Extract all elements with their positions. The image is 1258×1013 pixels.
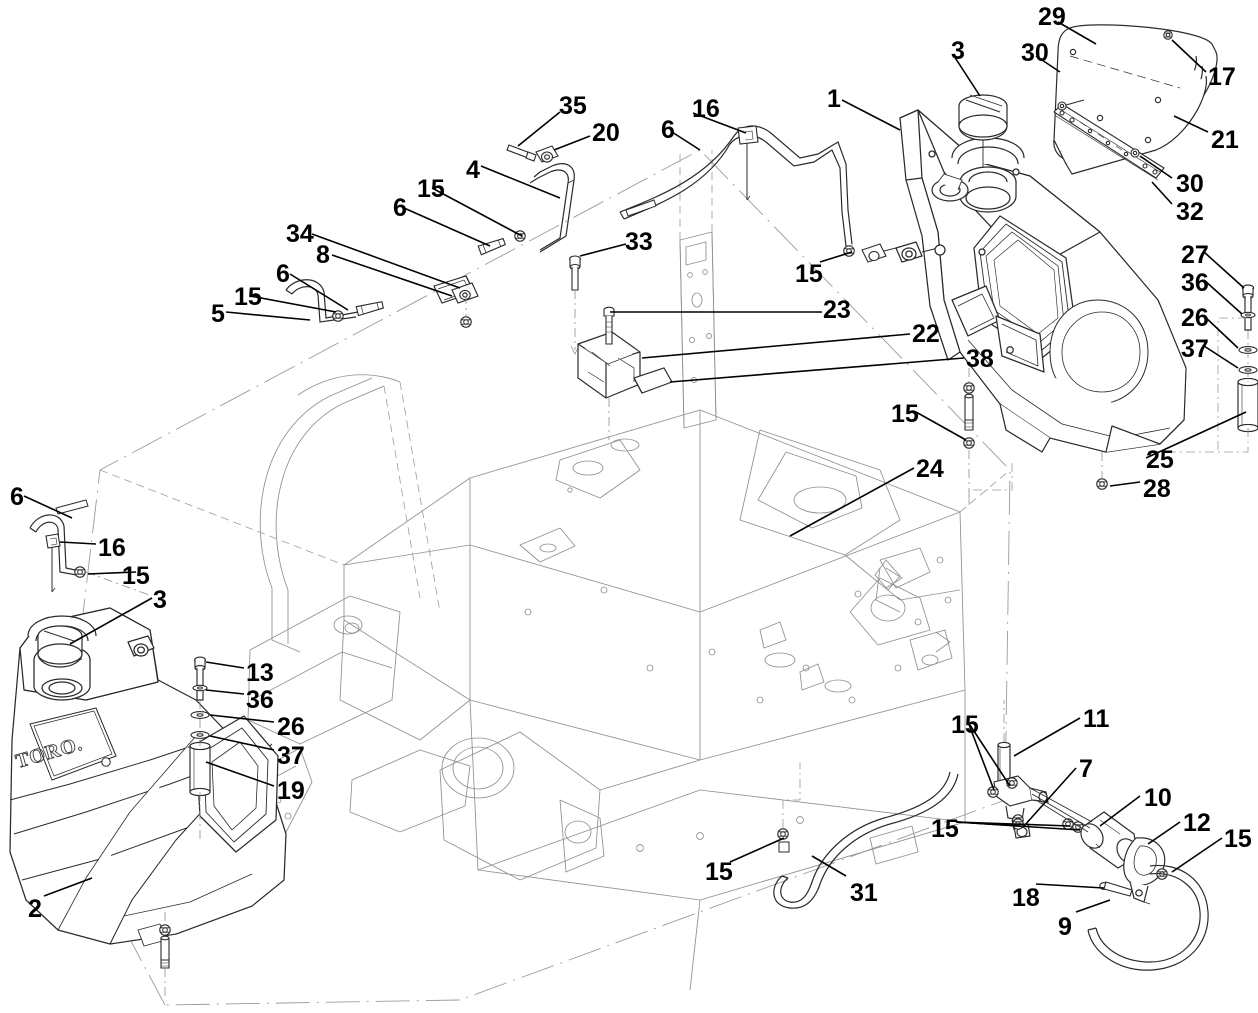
cable-tie-16-upper	[737, 125, 759, 145]
callout-17: 17	[1208, 63, 1236, 91]
leader-lines	[23, 21, 1247, 913]
fitting-at-tank-left-ear	[861, 243, 887, 263]
hardware-stack-left	[189, 656, 211, 840]
clamp-6-on-hose4	[477, 236, 507, 256]
fuel-line-upper-4	[529, 163, 575, 253]
callout-15: 15	[122, 562, 150, 590]
callout-30: 30	[1176, 170, 1204, 198]
callout-5: 5	[211, 300, 225, 328]
callout-1: 1	[827, 85, 841, 113]
callout-18: 18	[1012, 884, 1040, 912]
callout-15: 15	[1224, 825, 1252, 853]
clamp-6-left-lower	[55, 499, 89, 515]
callout-13: 13	[246, 659, 274, 687]
callout-8: 8	[316, 241, 330, 269]
pump-supply-lines	[1029, 787, 1093, 833]
fuel-tank-right	[879, 109, 1187, 453]
callout-36: 36	[246, 686, 274, 714]
callout-7: 7	[1079, 755, 1093, 783]
bolt-under-left-tank	[159, 912, 171, 1000]
nut-15-pump-e	[1062, 818, 1074, 830]
callout-15: 15	[234, 283, 262, 311]
callout-33: 33	[625, 228, 653, 256]
callout-15: 15	[705, 858, 733, 886]
screw-strip-30-lower	[1130, 148, 1140, 158]
callout-25: 25	[1146, 446, 1174, 474]
callout-36: 36	[1181, 269, 1209, 297]
callout-6: 6	[393, 194, 407, 222]
callout-15: 15	[951, 711, 979, 739]
hose-upper-middle	[619, 125, 853, 247]
frame-assembly-phantom	[59, 149, 1011, 1006]
callout-34: 34	[286, 220, 314, 248]
callout-11: 11	[1083, 705, 1110, 733]
fuel-cap-left	[37, 625, 83, 668]
bolt-center-right	[963, 368, 975, 505]
callout-3: 3	[153, 586, 167, 614]
pin-fitting-35	[506, 144, 537, 162]
callout-37: 37	[277, 742, 305, 770]
callout-16: 16	[98, 534, 126, 562]
callout-28: 28	[1143, 475, 1171, 503]
nut-15-hose-left-lower	[74, 566, 86, 578]
callout-23: 23	[823, 296, 851, 324]
hose-left-lower	[29, 514, 85, 593]
screw-seat-17	[1163, 30, 1173, 40]
callout-2: 2	[28, 895, 42, 923]
callout-3: 3	[951, 37, 965, 65]
callout-10: 10	[1144, 784, 1172, 812]
fuel-cap-right	[958, 94, 1008, 168]
phantom-route-25	[968, 462, 1013, 505]
nut-below-bracket-8	[460, 316, 472, 328]
mount-bracket-22	[577, 331, 641, 399]
callout-38: 38	[966, 345, 994, 373]
callout-15: 15	[795, 260, 823, 288]
callout-27: 27	[1181, 241, 1209, 269]
bolt-frame-33	[569, 255, 581, 355]
callout-12: 12	[1183, 809, 1211, 837]
callout-31: 31	[850, 879, 878, 907]
callout-30: 30	[1021, 39, 1049, 67]
callout-15: 15	[891, 400, 919, 428]
callout-6: 6	[276, 260, 290, 288]
vent-hose-left-5	[285, 279, 359, 323]
phantom-route-right-stack	[1217, 317, 1248, 450]
nut-28	[1096, 478, 1108, 490]
fuel-hose-short-31	[773, 771, 959, 909]
hardware-stack-right	[1237, 284, 1258, 448]
callout-6: 6	[661, 116, 675, 144]
callout-15: 15	[417, 175, 445, 203]
callout-4: 4	[466, 156, 480, 184]
callout-26: 26	[1181, 304, 1209, 332]
screw-strip-30-upper	[1057, 99, 1085, 111]
callout-6: 6	[10, 483, 24, 511]
screw-clamp-18	[1099, 881, 1133, 897]
callout-9: 9	[1058, 913, 1072, 941]
callout-15: 15	[931, 815, 959, 843]
callout-20: 20	[592, 119, 620, 147]
callout-29: 29	[1038, 3, 1066, 31]
callout-26: 26	[277, 713, 305, 741]
cable-tie-16-left	[45, 533, 61, 549]
callout-16: 16	[692, 95, 720, 123]
clamp-6-upper-middle	[625, 199, 657, 217]
callout-22: 22	[912, 320, 940, 348]
valve-body	[993, 775, 1049, 831]
callout-21: 21	[1211, 126, 1239, 154]
elbow-fitting-20	[535, 145, 559, 163]
callout-37: 37	[1181, 335, 1209, 363]
clamp-6-hose5	[355, 299, 385, 317]
callout-19: 19	[277, 777, 305, 805]
callout-32: 32	[1176, 198, 1204, 226]
clamp-on-hose31	[778, 841, 790, 853]
callout-24: 24	[916, 455, 944, 483]
fuel-hose-long-9	[1087, 864, 1209, 971]
callout-35: 35	[559, 92, 587, 120]
